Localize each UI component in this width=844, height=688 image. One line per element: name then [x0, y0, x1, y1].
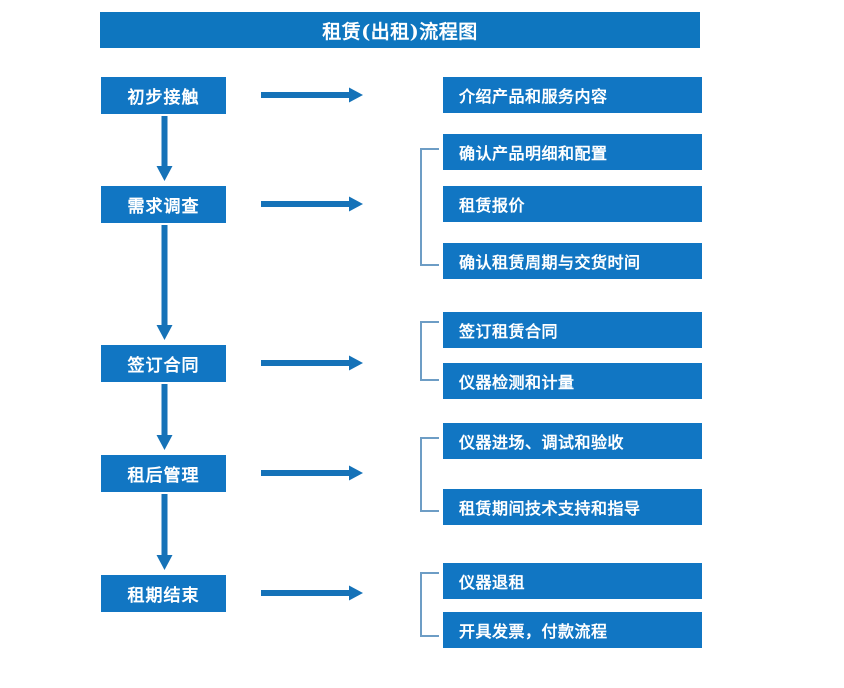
detail-label-g2-i1: 确认产品明细和配置 — [459, 144, 608, 163]
detail-box-g4-i1[interactable]: 仪器进场、调试和验收 — [443, 423, 702, 459]
detail-box-g5-i2[interactable]: 开具发票，付款流程 — [443, 612, 702, 648]
chart-title-bar: 租赁(出租)流程图 — [100, 12, 700, 48]
group-bracket-4-icon — [420, 437, 440, 512]
stage-label-2: 需求调查 — [127, 197, 200, 217]
detail-box-g2-i1[interactable]: 确认产品明细和配置 — [443, 134, 702, 170]
arrow-to-group-4-icon — [261, 465, 364, 481]
detail-label-g3-i1: 签订租赁合同 — [459, 322, 559, 341]
arrow-to-group-2-icon — [261, 196, 364, 212]
group-bracket-2-icon — [420, 148, 440, 266]
detail-label-g5-i2: 开具发票，付款流程 — [459, 622, 608, 641]
stage-label-5: 租期结束 — [127, 586, 200, 606]
page-title: 租赁(出租)流程图 — [322, 20, 478, 43]
stage-box-2[interactable]: 需求调查 — [101, 186, 226, 223]
detail-box-g1-i1[interactable]: 介绍产品和服务内容 — [443, 77, 702, 113]
group-bracket-5-icon — [420, 572, 440, 637]
detail-label-g1-i1: 介绍产品和服务内容 — [459, 87, 608, 106]
detail-box-g3-i1[interactable]: 签订租赁合同 — [443, 312, 702, 348]
detail-label-g2-i2: 租赁报价 — [459, 196, 526, 215]
detail-label-g4-i2: 租赁期间技术支持和指导 — [459, 499, 641, 518]
group-bracket-3-icon — [420, 321, 440, 381]
stage-label-1: 初步接触 — [127, 88, 200, 108]
stage-label-3: 签订合同 — [127, 356, 200, 376]
arrow-stage-4-to-5-icon — [156, 494, 173, 571]
detail-label-g4-i1: 仪器进场、调试和验收 — [459, 433, 625, 452]
stage-box-5[interactable]: 租期结束 — [101, 575, 226, 612]
stage-box-1[interactable]: 初步接触 — [101, 77, 226, 114]
detail-box-g5-i1[interactable]: 仪器退租 — [443, 563, 702, 599]
detail-label-g2-i3: 确认租赁周期与交货时间 — [459, 253, 641, 272]
arrow-to-group-1-icon — [261, 87, 364, 103]
detail-label-g5-i1: 仪器退租 — [459, 573, 526, 592]
stage-box-4[interactable]: 租后管理 — [101, 455, 226, 492]
detail-box-g4-i2[interactable]: 租赁期间技术支持和指导 — [443, 489, 702, 525]
arrow-stage-1-to-2-icon — [156, 116, 173, 182]
detail-label-g3-i2: 仪器检测和计量 — [459, 373, 575, 392]
arrow-stage-2-to-3-icon — [156, 225, 173, 341]
detail-box-g2-i2[interactable]: 租赁报价 — [443, 186, 702, 222]
stage-box-3[interactable]: 签订合同 — [101, 345, 226, 382]
stage-label-4: 租后管理 — [127, 466, 200, 486]
detail-box-g2-i3[interactable]: 确认租赁周期与交货时间 — [443, 243, 702, 279]
arrow-stage-3-to-4-icon — [156, 384, 173, 451]
arrow-to-group-5-icon — [261, 585, 364, 601]
arrow-to-group-3-icon — [261, 355, 364, 371]
detail-box-g3-i2[interactable]: 仪器检测和计量 — [443, 363, 702, 399]
